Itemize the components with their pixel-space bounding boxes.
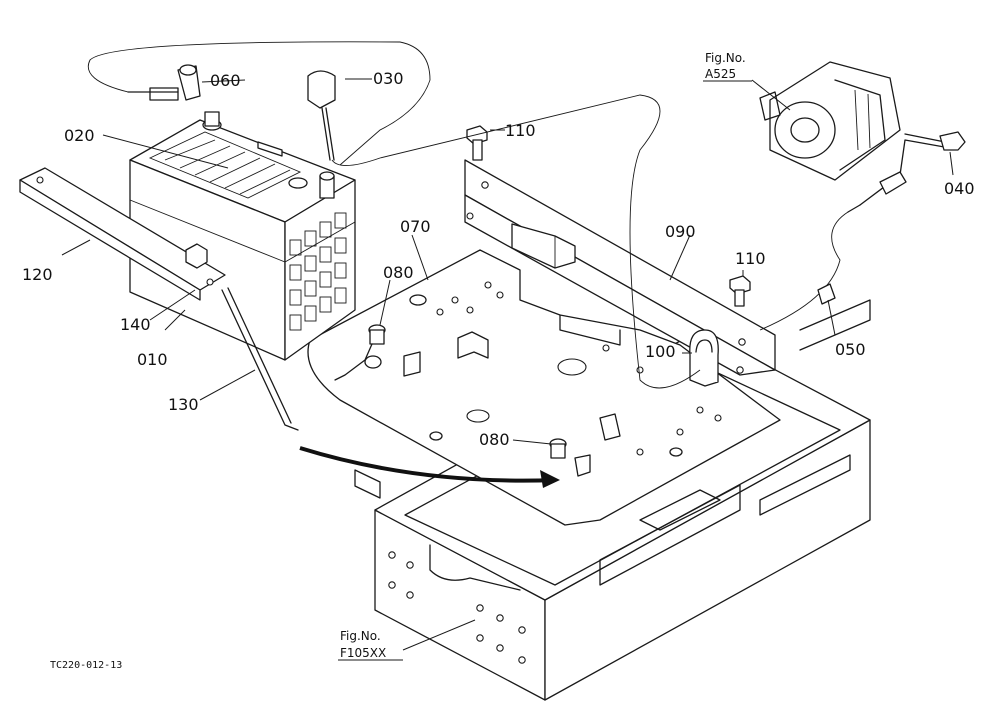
label-010: 010 (137, 350, 168, 369)
label-030: 030 (373, 69, 404, 88)
cable-negative (87, 41, 431, 166)
starter-fig-label: Fig.No. (705, 51, 746, 65)
label-050: 050 (835, 340, 866, 359)
drawing-code: TC220-012-13 (50, 660, 122, 671)
nut-140 (185, 243, 208, 269)
bolt-110-right (729, 275, 751, 307)
terminal-cover-030 (307, 70, 336, 161)
label-080-upper: 080 (383, 263, 414, 282)
installation-arrow (299, 446, 560, 488)
label-110-upper: 110 (505, 121, 536, 140)
leader-lines (61, 78, 954, 651)
label-070: 070 (400, 217, 431, 236)
label-100: 100 (645, 342, 676, 361)
label-140: 140 (120, 315, 151, 334)
bolt-080-left (334, 324, 386, 381)
label-020: 020 (64, 126, 95, 145)
frame-fig-code: F105XX (340, 646, 386, 660)
frame-fig-label: Fig.No. (340, 629, 381, 643)
battery-010 (129, 111, 356, 361)
terminal-060 (127, 64, 201, 101)
label-090: 090 (665, 222, 696, 241)
label-120: 120 (22, 265, 53, 284)
label-040: 040 (944, 179, 975, 198)
clamp-100 (689, 329, 719, 387)
bracket-090 (464, 159, 776, 376)
starter-motor (759, 61, 901, 181)
bolt-110-top (466, 125, 488, 161)
cable-starter (759, 131, 966, 331)
base-plate-070 (307, 249, 781, 526)
bolt-080-center (549, 438, 567, 459)
cable-positive (331, 94, 701, 389)
hold-down-bar-120 (19, 167, 226, 301)
label-060: 060 (210, 71, 241, 90)
label-110-lower: 110 (735, 249, 766, 268)
rod-130 (221, 287, 299, 431)
label-080-lower: 080 (479, 430, 510, 449)
starter-fig-code: A525 (705, 67, 736, 81)
label-130: 130 (168, 395, 199, 414)
